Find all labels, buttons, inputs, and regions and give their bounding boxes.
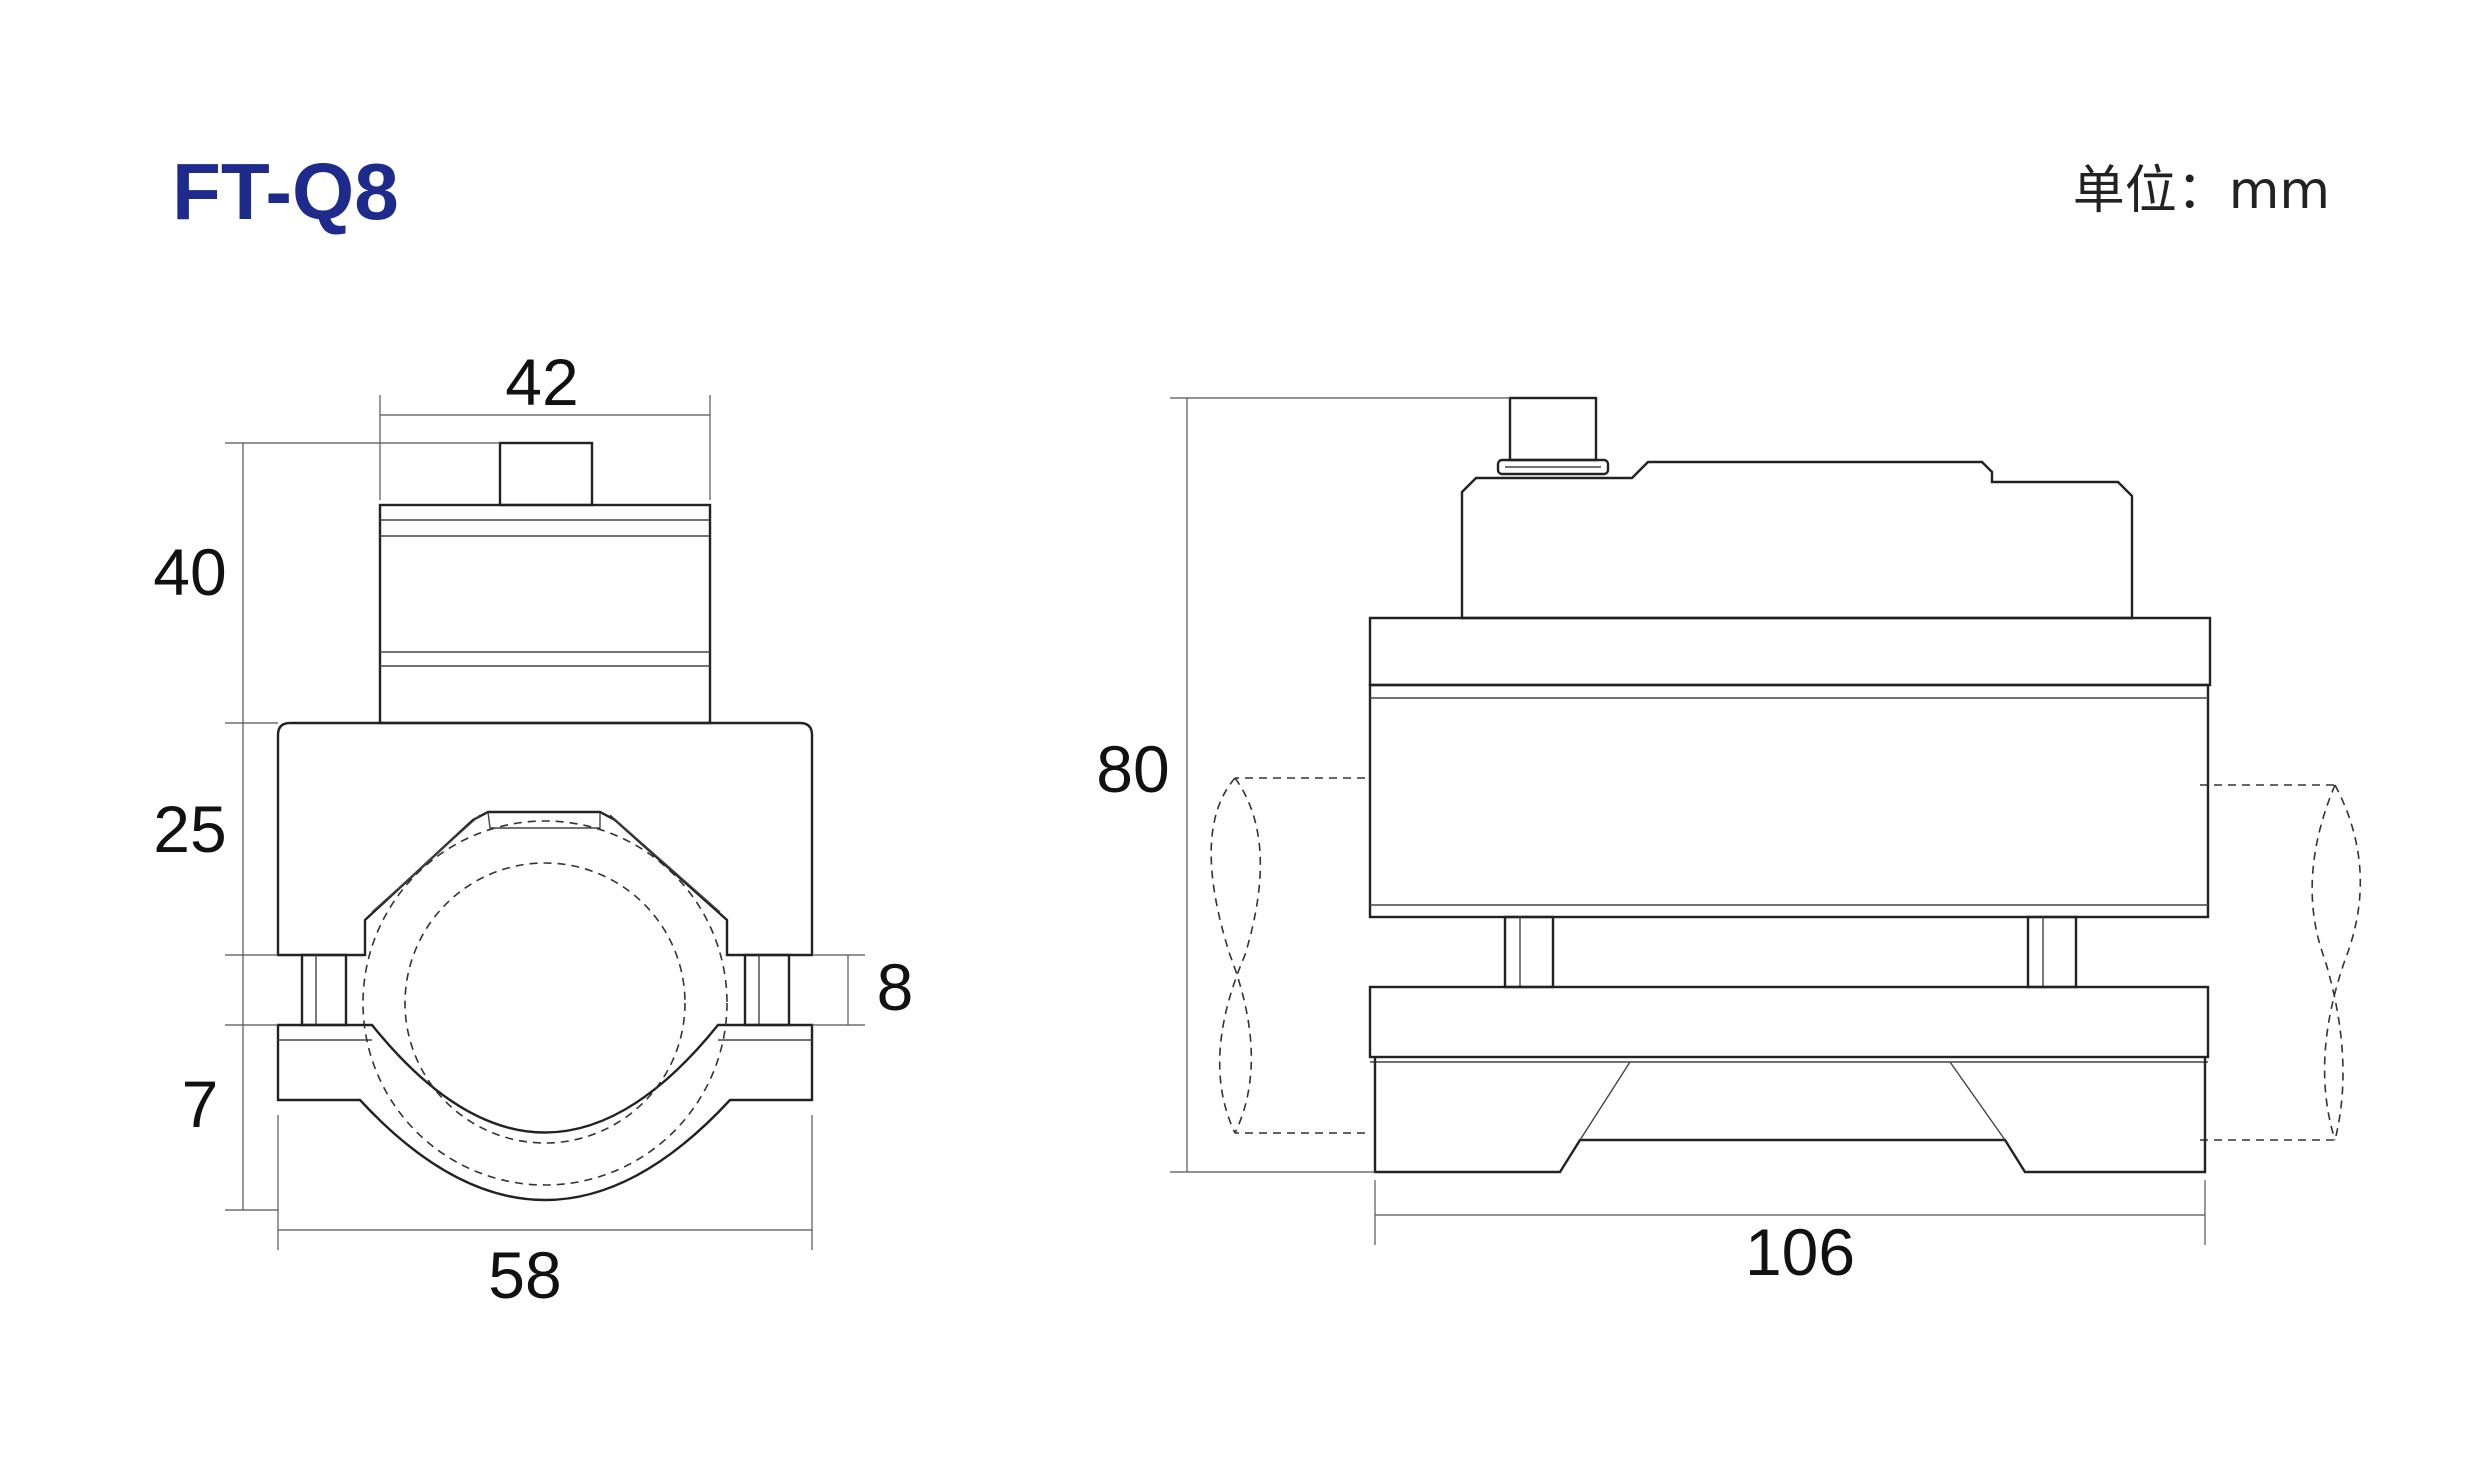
unit-label: 单位：mm — [2072, 161, 2330, 221]
dim-front-sensor-height: 40 — [153, 535, 226, 609]
front-bolt-right — [743, 953, 791, 1027]
front-pipe-outer — [362, 820, 728, 1186]
front-pipe-inner — [404, 862, 686, 1144]
front-sensor-head — [378, 503, 712, 725]
side-pipe-right — [2200, 784, 2362, 1141]
side-bolt-left — [1503, 915, 1555, 989]
dim-side-total-height: 80 — [1096, 732, 1169, 806]
dim-front-gap: 8 — [877, 950, 914, 1024]
side-lower-plate — [1368, 985, 2210, 1059]
side-top-plate — [1368, 616, 2212, 687]
front-bolt-left — [300, 953, 348, 1027]
front-upper-clamp — [276, 721, 814, 957]
side-main-body — [1368, 683, 2210, 919]
dim-front-top-width: 42 — [505, 345, 578, 419]
model-title: FT-Q8 — [172, 147, 399, 236]
front-view: 42 40 25 7 8 58 — [153, 345, 913, 1312]
front-lower-clamp — [276, 1023, 814, 1202]
side-sensor-housing — [1460, 460, 2134, 620]
dim-front-body-height: 25 — [153, 792, 226, 866]
side-pipe-left — [1210, 777, 1365, 1134]
dim-front-total-width: 58 — [488, 1238, 561, 1312]
side-view: 80 106 — [1096, 396, 2362, 1289]
dim-side-total-length: 106 — [1745, 1215, 1855, 1289]
dim-front-bottom-height: 7 — [182, 1067, 219, 1141]
side-connector — [1508, 396, 1598, 462]
side-bolt-right — [2026, 915, 2078, 989]
side-lower-saddle — [1373, 1057, 2207, 1174]
front-sensor-stem — [498, 441, 594, 507]
